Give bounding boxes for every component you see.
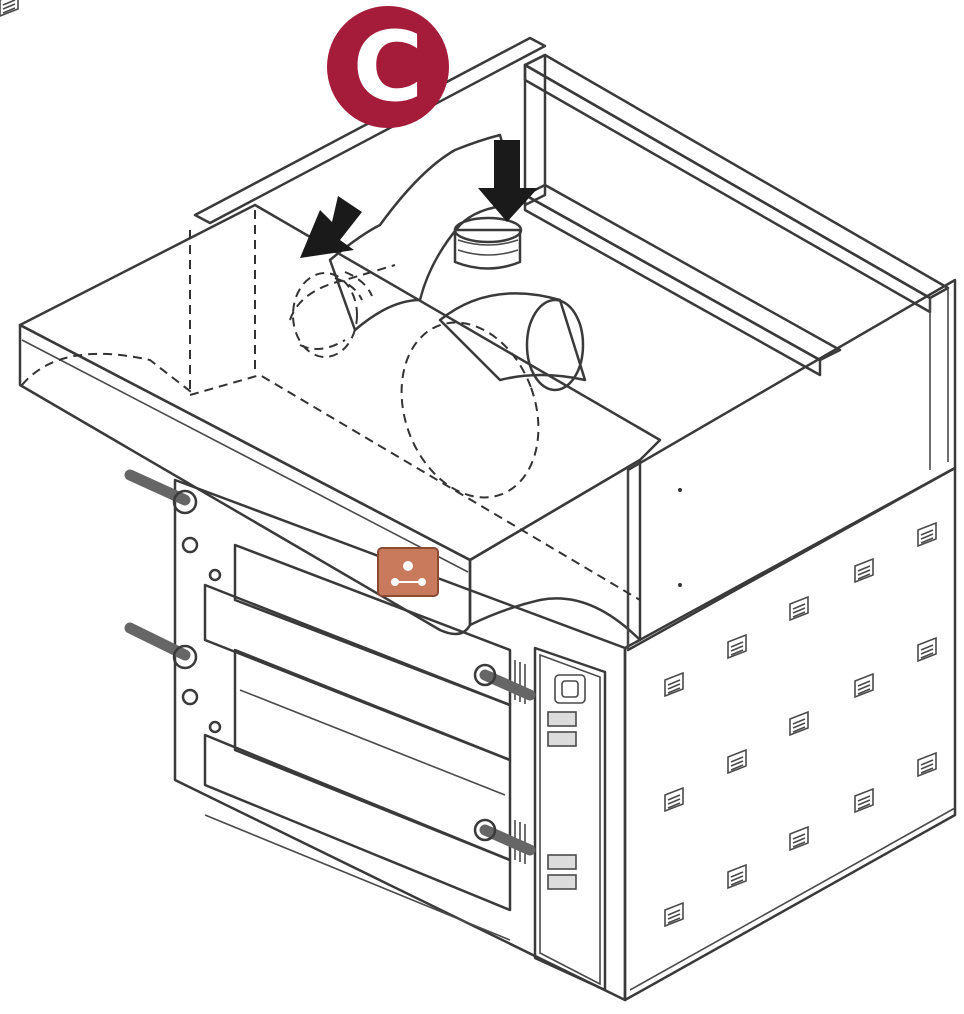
oven-body (124, 466, 957, 1002)
fan-and-flue (292, 133, 587, 392)
arrow-down-left-icon (300, 196, 362, 258)
step-label-badge: C (327, 6, 449, 128)
insertion-arrows (300, 140, 538, 258)
side-vent-grilles (0, 0, 937, 927)
arrow-down-icon (478, 140, 538, 222)
hidden-internal-outlines (21, 210, 641, 601)
hood (18, 203, 957, 652)
control-plate (377, 547, 439, 597)
